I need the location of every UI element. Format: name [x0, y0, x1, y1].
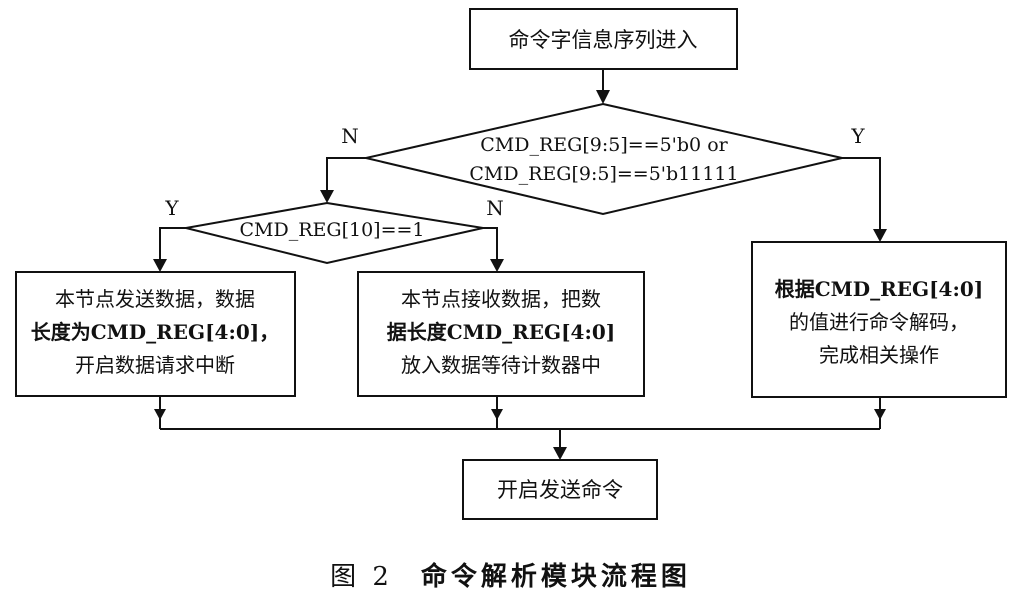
main-decision-line1: CMD_REG[9:5]==5'b0 or — [480, 134, 728, 156]
start-box: 命令字信息序列进入 — [469, 8, 738, 70]
arrowhead — [320, 190, 334, 203]
send-box-line3: 开启数据请求中断 — [75, 353, 235, 377]
arrowhead — [596, 90, 610, 104]
decode-box-line3: 完成相关操作 — [819, 343, 939, 367]
arrowhead — [874, 409, 886, 420]
sub-decision-diamond: CMD_REG[10]==1 — [185, 201, 484, 265]
decode-box-line1: 根据CMD_REG[4:0] — [775, 277, 984, 301]
connector-sub-no — [483, 227, 498, 262]
sub-decision-label: CMD_REG[10]==1 — [239, 219, 424, 241]
end-box: 开启发送命令 — [462, 459, 658, 520]
arrowhead — [154, 409, 166, 420]
connector-main-no — [326, 157, 366, 193]
main-decision-diamond: CMD_REG[9:5]==5'b0 or CMD_REG[9:5]==5'b1… — [365, 102, 843, 216]
receive-box-line2: 据长度CMD_REG[4:0] — [387, 320, 616, 344]
connector-sub-yes — [159, 227, 186, 262]
figure-caption: 图 2 命令解析模块流程图 — [0, 556, 1021, 593]
sub-decision-yes-label: Y — [164, 196, 179, 220]
figure-title: 命令解析模块流程图 — [420, 562, 691, 592]
receive-data-box: 本节点接收数据，把数 据长度CMD_REG[4:0] 放入数据等待计数器中 — [357, 271, 645, 397]
arrowhead — [491, 409, 503, 420]
receive-box-line1: 本节点接收数据，把数 — [401, 287, 601, 311]
decode-box-line2: 的值进行命令解码， — [789, 310, 969, 334]
main-decision-yes-label: Y — [850, 124, 865, 148]
end-box-label: 开启发送命令 — [497, 478, 623, 502]
figure-number: 图 2 — [330, 562, 393, 592]
sub-decision-no-label: N — [486, 196, 504, 220]
send-box-line2: 长度为CMD_REG[4:0]， — [31, 320, 280, 344]
main-decision-no-label: N — [341, 124, 359, 148]
arrowhead — [873, 229, 887, 242]
arrowhead — [553, 447, 567, 460]
arrowhead — [490, 259, 504, 272]
start-box-label: 命令字信息序列进入 — [509, 28, 698, 52]
decode-command-box: 根据CMD_REG[4:0] 的值进行命令解码， 完成相关操作 — [751, 241, 1007, 398]
arrowhead — [153, 259, 167, 272]
main-decision-line2: CMD_REG[9:5]==5'b11111 — [469, 163, 738, 185]
send-box-line1: 本节点发送数据，数据 — [55, 287, 255, 311]
send-data-box: 本节点发送数据，数据 长度为CMD_REG[4:0]， 开启数据请求中断 — [15, 271, 296, 397]
connector-main-yes — [842, 157, 881, 232]
receive-box-line3: 放入数据等待计数器中 — [401, 353, 601, 377]
